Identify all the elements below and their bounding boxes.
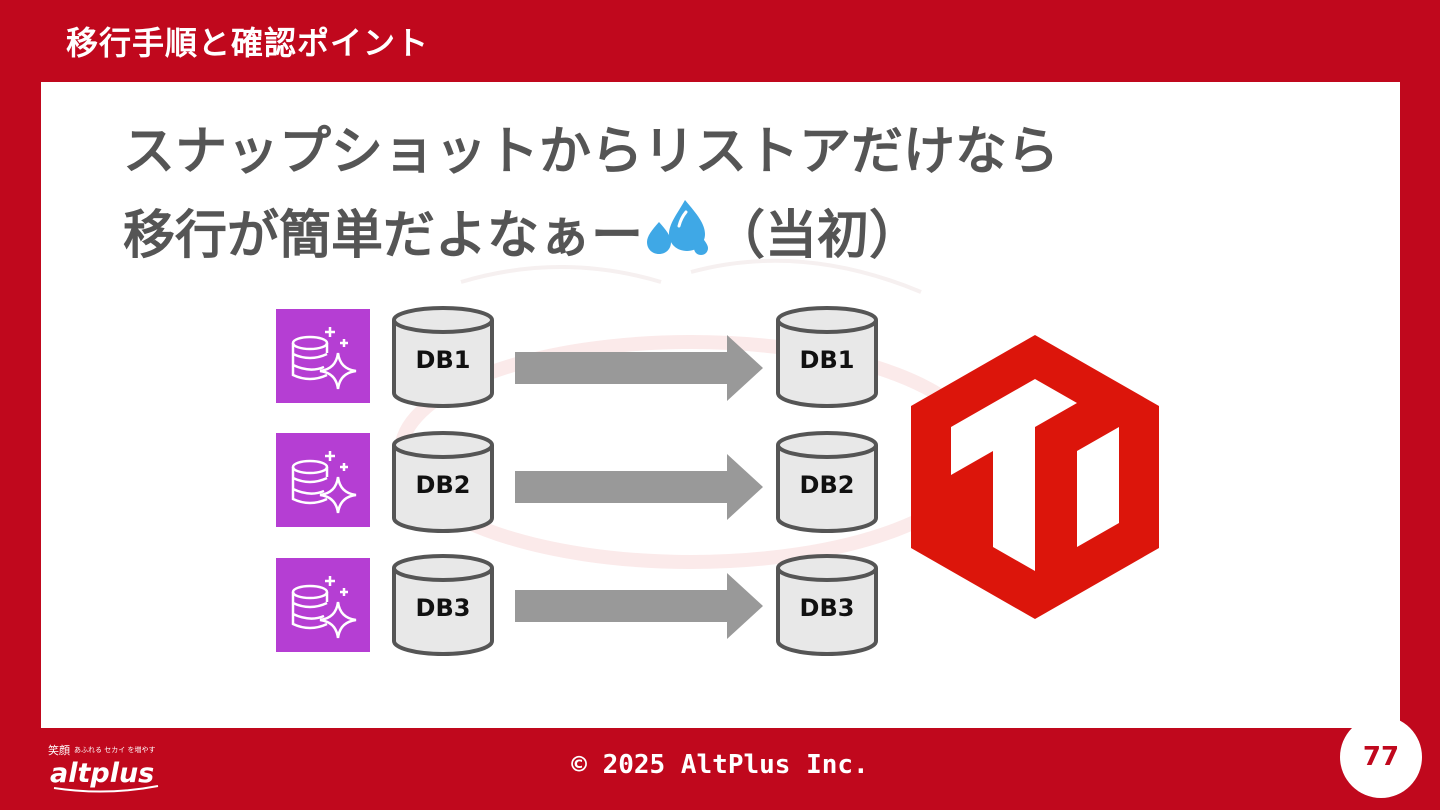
headline-line-2: 移行が簡単だよなぁー xyxy=(123,206,644,266)
altplus-logo-icon: 笑顔 あふれる セカイ を増やす altplus xyxy=(48,743,159,793)
aws-rds-icon xyxy=(276,558,370,652)
slide-content: スナップショットからリストアだけなら 移行が簡単だよなぁー （当初） xyxy=(41,82,1400,728)
source-database-cylinder-icon xyxy=(392,431,494,533)
target-db-label: DB2 xyxy=(799,471,855,499)
copyright-text: © 2025 AltPlus Inc. xyxy=(571,750,869,780)
sweat-drops-icon xyxy=(645,196,711,283)
page-number-badge: 77 xyxy=(1340,716,1422,798)
target-db-label: DB3 xyxy=(799,594,855,622)
svg-text:altplus: altplus xyxy=(50,758,154,789)
migration-diagram: DB1 DB1 DB2 xyxy=(41,82,1400,728)
source-db-label: DB1 xyxy=(415,346,471,374)
target-database-cylinder-icon xyxy=(776,306,878,408)
headline: スナップショットからリストアだけなら 移行が簡単だよなぁー （当初） xyxy=(123,110,1059,283)
headline-line-1: スナップショットからリストアだけなら xyxy=(123,122,1060,182)
source-db-label: DB2 xyxy=(415,471,471,499)
svg-text:笑顔: 笑顔 xyxy=(48,743,70,757)
section-title: 移行手順と確認ポイント xyxy=(66,24,430,62)
tidb-logo-icon xyxy=(911,335,1159,619)
aws-rds-icon xyxy=(276,309,370,403)
svg-text:あふれる セカイ を増やす: あふれる セカイ を増やす xyxy=(74,745,155,754)
target-db-label: DB1 xyxy=(799,346,855,374)
right-arrow-icon xyxy=(515,573,763,639)
right-arrow-icon xyxy=(515,454,763,520)
headline-suffix: （当初） xyxy=(713,206,922,266)
aws-rds-icon xyxy=(276,433,370,527)
right-arrow-icon xyxy=(515,335,763,401)
source-db-label: DB3 xyxy=(415,594,471,622)
source-database-cylinder-icon xyxy=(392,306,494,408)
target-database-cylinder-icon xyxy=(776,431,878,533)
source-database-cylinder-icon xyxy=(392,554,494,656)
target-database-cylinder-icon xyxy=(776,554,878,656)
